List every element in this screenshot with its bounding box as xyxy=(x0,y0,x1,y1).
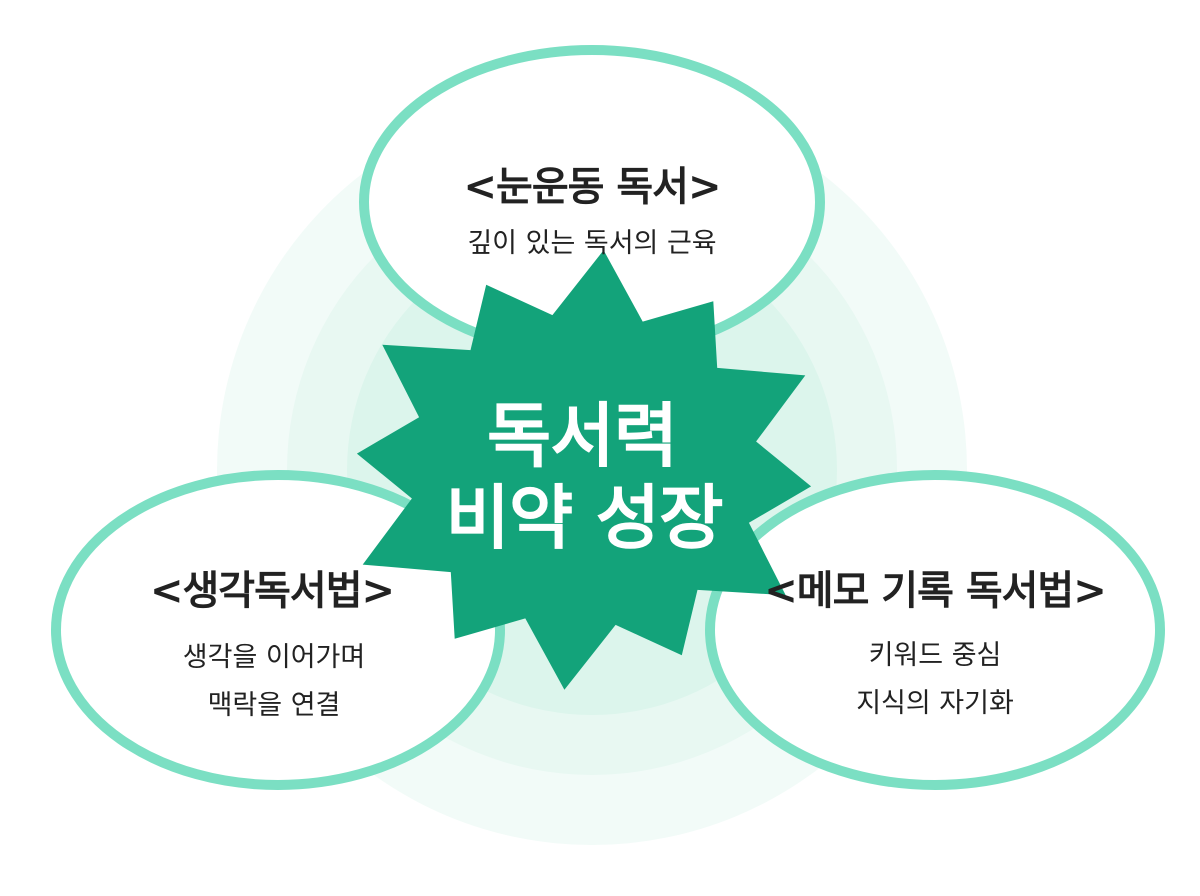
center-title-line2: 비약 성장 xyxy=(446,477,724,559)
node-circle-right xyxy=(705,470,1165,790)
node-desc-right-line1: 키워드 중심 xyxy=(869,640,1002,671)
node-title-left: <생각독서법> xyxy=(150,568,394,614)
node-desc-left-line2: 맥락을 연결 xyxy=(208,690,341,721)
center-starburst xyxy=(356,250,812,690)
node-memo-reading xyxy=(705,470,1165,790)
node-desc-top: 깊이 있는 독서의 근육 xyxy=(467,228,716,259)
center-title-line1: 독서력 xyxy=(487,395,677,477)
node-desc-right-line2: 지식의 자기화 xyxy=(856,688,1014,719)
node-title-right: <메모 기록 독서법> xyxy=(764,568,1105,614)
node-title-top: <눈운동 독서> xyxy=(464,164,721,210)
node-desc-left-line1: 생각을 이어가며 xyxy=(183,642,365,673)
